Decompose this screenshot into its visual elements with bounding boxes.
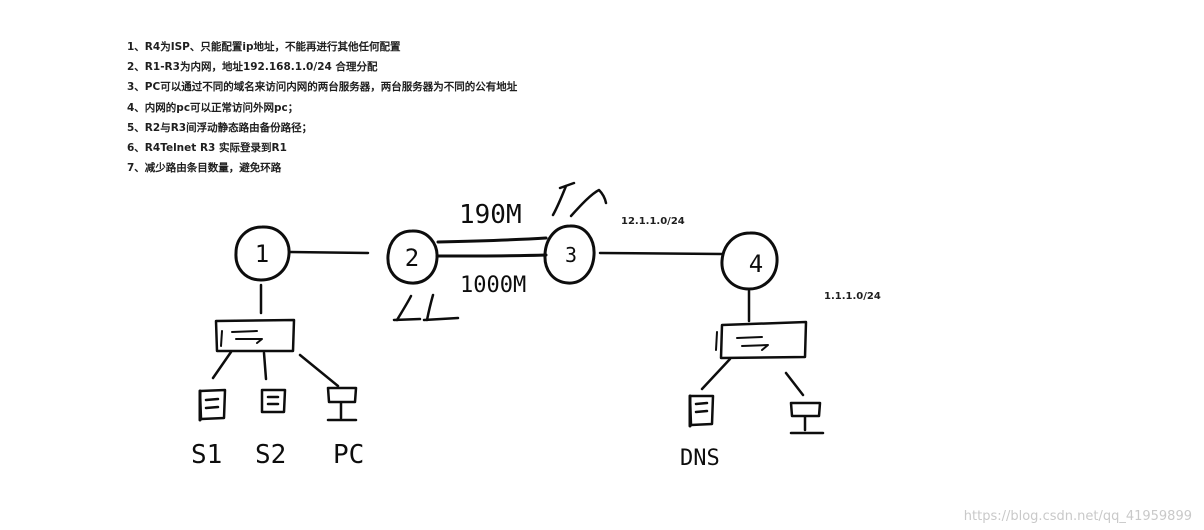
host-dns-label: DNS (680, 446, 720, 471)
host-s1-label: S1 (191, 440, 222, 470)
link-switch-s2 (262, 351, 268, 381)
wan-subnet-label: 12.1.1.0/24 (621, 216, 685, 227)
requirement-6: 6、R4Telnet R3 实际登录到R1 (127, 141, 287, 154)
router-r2: 2 (386, 229, 439, 285)
router-r4-label: 4 (749, 250, 763, 278)
link-r2-r3-top (436, 236, 548, 244)
watermark: https://blog.csdn.net/qq_41959899 (963, 509, 1192, 524)
router-r1: 1 (234, 225, 291, 282)
host-s1-icon (198, 388, 227, 422)
host-pc-right-icon (789, 401, 825, 435)
host-s2-label: S2 (255, 440, 286, 470)
switch-right (715, 320, 808, 360)
internet-sketch (551, 181, 608, 218)
host-dns-icon (688, 394, 715, 428)
link-r2-r3-bottom (435, 253, 548, 258)
router-r3-label: 3 (565, 243, 577, 267)
switch-left (214, 318, 296, 353)
requirement-3: 3、PC可以通过不同的域名来访问内网的两台服务器，两台服务器为不同的公有地址 (127, 81, 518, 94)
link-r1-r2 (288, 250, 370, 255)
link-speed-bottom: 1000M (460, 273, 526, 298)
isp-subnet-label: 1.1.1.0/24 (824, 291, 881, 302)
requirement-4: 4、内网的pc可以正常访问外网pc； (127, 101, 299, 114)
link-switch-pc (298, 353, 340, 388)
link-switch-s1 (211, 350, 233, 380)
router-r4: 4 (720, 231, 779, 291)
link-switch-dns (700, 357, 732, 391)
link-r3-r4 (598, 251, 724, 256)
requirement-2: 2、R1-R3为内网，地址192.168.1.0/24 合理分配 (127, 61, 378, 74)
link-switch-pc-right (784, 371, 805, 397)
router-r3: 3 (543, 224, 596, 285)
requirement-7: 7、减少路由条目数量，避免环路 (127, 162, 282, 175)
host-pc-label: PC (333, 440, 364, 470)
router-r1-label: 1 (255, 240, 269, 268)
requirements-list: 1、R4为ISP、只能配置ip地址，不能再进行其他任何配置 2、R1-R3为内网… (127, 37, 517, 178)
r2-stand-sketch (392, 293, 460, 322)
requirement-1: 1、R4为ISP、只能配置ip地址，不能再进行其他任何配置 (127, 41, 401, 53)
link-speed-top: 190M (459, 200, 522, 230)
requirement-5: 5、R2与R3间浮动静态路由备份路径； (127, 121, 313, 134)
host-s2-icon (260, 388, 287, 414)
host-pc-icon (326, 386, 358, 422)
router-r2-label: 2 (405, 244, 419, 272)
